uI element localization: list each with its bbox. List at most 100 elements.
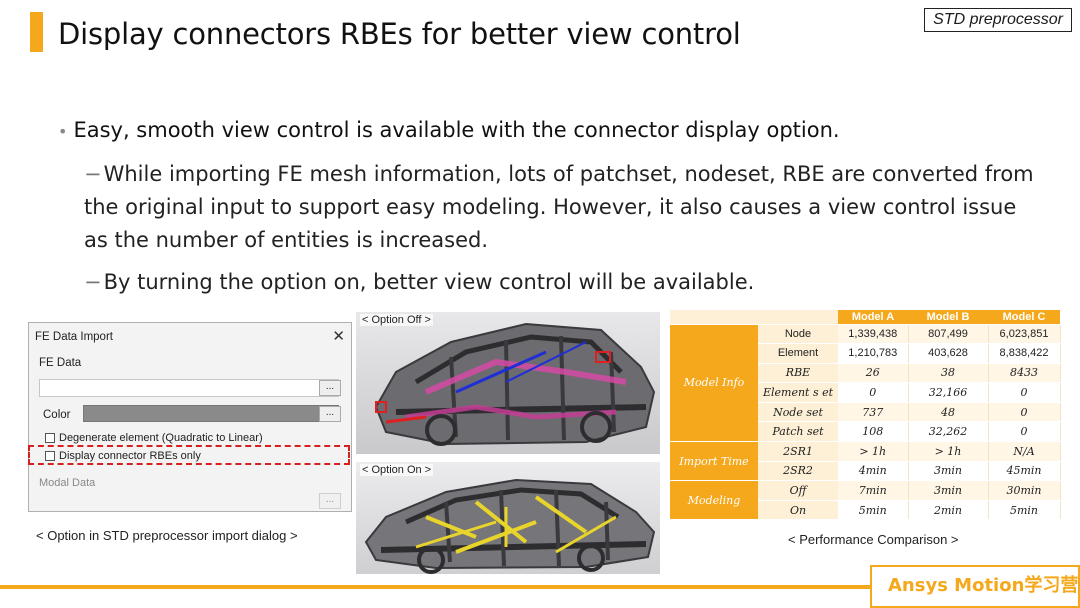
sub-bullet-2-text: By turning the option on, better view co… xyxy=(103,270,755,294)
section-tag: STD preprocessor xyxy=(924,8,1072,32)
header-model-b: Model B xyxy=(908,310,988,325)
sub-bullet-1-text: While importing FE mesh information, lot… xyxy=(84,162,1034,252)
dialog-title: FE Data Import xyxy=(35,331,113,343)
row-label: Element xyxy=(758,343,838,364)
degenerate-element-label: Degenerate element (Quadratic to Linear) xyxy=(59,432,263,444)
sub-bullet-dash: − xyxy=(84,270,102,294)
cell: 6,023,851 xyxy=(988,324,1061,345)
cell: 30min xyxy=(988,480,1061,501)
row-label: 2SR1 xyxy=(758,441,838,462)
cell: > 1h xyxy=(908,441,989,462)
browse-button[interactable]: ... xyxy=(319,380,341,396)
table-caption: < Performance Comparison > xyxy=(788,532,959,547)
cell: 32,262 xyxy=(908,421,989,443)
close-icon[interactable]: ✕ xyxy=(332,328,345,345)
footer-accent-line xyxy=(0,585,870,589)
cell: 8,838,422 xyxy=(988,343,1061,364)
display-connector-rbes-checkbox-row[interactable]: Display connector RBEs only xyxy=(45,450,201,462)
row-label: On xyxy=(758,500,838,521)
group-import-time: Import Time xyxy=(670,441,758,482)
cell: 0 xyxy=(988,382,1061,403)
table-row: On 5min 2min 5min xyxy=(670,500,1061,521)
cell: 3min xyxy=(908,461,989,482)
cell: 1,210,783 xyxy=(838,343,909,364)
fe-data-path-input[interactable] xyxy=(39,379,339,397)
cell: 3min xyxy=(908,480,989,501)
row-label: Patch set xyxy=(758,421,838,443)
dialog-caption: < Option in STD preprocessor import dial… xyxy=(36,528,298,543)
footer-brand-box xyxy=(870,565,1080,608)
car-option-on-image: < Option On > xyxy=(356,462,660,574)
title-accent-bar xyxy=(30,12,43,52)
cell: 5min xyxy=(988,500,1061,521)
table-corner xyxy=(758,310,838,325)
option-on-label: < Option On > xyxy=(360,464,434,476)
row-label: Off xyxy=(758,480,838,501)
table-row: Node set 737 48 0 xyxy=(670,402,1061,423)
performance-table: Model A Model B Model C Model Info Node … xyxy=(670,310,1061,521)
row-label: RBE xyxy=(758,363,838,384)
degenerate-element-checkbox[interactable] xyxy=(45,433,55,443)
cell: 48 xyxy=(908,402,989,423)
table-row: Model Info Node 1,339,438 807,499 6,023,… xyxy=(670,324,1061,443)
table-row: Patch set 108 32,262 0 xyxy=(670,421,1061,443)
cell: > 1h xyxy=(838,441,909,462)
main-bullet: • Easy, smooth view control is available … xyxy=(58,118,840,142)
header-model-a: Model A xyxy=(838,310,908,325)
table-row: Modeling Off 7min 3min 30min xyxy=(670,480,1061,521)
group-model-info: Model Info xyxy=(670,324,758,443)
cell: 38 xyxy=(908,363,989,384)
table-corner xyxy=(670,310,758,325)
cell: 32,166 xyxy=(908,382,989,403)
table-row: Element 1,210,783 403,628 8,838,422 xyxy=(670,343,1061,364)
car-frame-on-illustration xyxy=(356,462,660,574)
cell: 737 xyxy=(838,402,909,423)
cell: 45min xyxy=(988,461,1061,482)
cell: 7min xyxy=(838,480,909,501)
modal-browse-button[interactable]: ... xyxy=(319,493,341,509)
cell: 403,628 xyxy=(908,343,989,364)
display-connector-rbes-checkbox[interactable] xyxy=(45,451,55,461)
group-modeling: Modeling xyxy=(670,480,758,521)
cell: 108 xyxy=(838,421,909,443)
fe-data-section-label: FE Data xyxy=(39,357,82,369)
row-label: Node xyxy=(758,324,838,345)
footer-brand: Ansys Motion学习营 xyxy=(888,575,1079,596)
slide-title: Display connectors RBEs for better view … xyxy=(58,17,741,51)
sub-bullet-2: −By turning the option on, better view c… xyxy=(84,266,1044,299)
main-bullet-text: Easy, smooth view control is available w… xyxy=(73,118,840,142)
bullet-dot: • xyxy=(58,122,68,141)
table-row: RBE 26 38 8433 xyxy=(670,363,1061,384)
cell: 0 xyxy=(988,421,1061,443)
sub-bullet-dash: − xyxy=(84,162,102,186)
header-model-c: Model C xyxy=(988,310,1060,325)
car-option-off-image: < Option Off > xyxy=(356,312,660,454)
cell: N/A xyxy=(988,441,1061,462)
row-label: Node set xyxy=(758,402,838,423)
display-connector-rbes-label: Display connector RBEs only xyxy=(59,450,201,462)
cell: 1,339,438 xyxy=(838,324,909,345)
cell: 4min xyxy=(838,461,909,482)
degenerate-element-checkbox-row[interactable]: Degenerate element (Quadratic to Linear) xyxy=(45,432,263,444)
cell: 8433 xyxy=(988,363,1061,384)
cell: 2min xyxy=(908,500,989,521)
row-label: 2SR2 xyxy=(758,461,838,482)
sub-bullet-1: −While importing FE mesh information, lo… xyxy=(84,158,1044,257)
table-row: Import Time 2SR1 > 1h > 1h N/A xyxy=(670,441,1061,482)
cell: 0 xyxy=(988,402,1061,423)
modal-data-section-label: Modal Data xyxy=(39,477,96,489)
color-label: Color xyxy=(43,409,71,421)
cell: 26 xyxy=(838,363,909,384)
option-highlight-box xyxy=(28,445,350,465)
table-header-row: Model A Model B Model C xyxy=(670,310,1060,325)
option-off-label: < Option Off > xyxy=(360,314,433,326)
color-swatch[interactable] xyxy=(83,405,339,422)
row-label: Element s et xyxy=(758,382,838,403)
cell: 0 xyxy=(838,382,909,403)
color-browse-button[interactable]: ... xyxy=(319,406,341,422)
fe-data-import-dialog: FE Data Import ✕ FE Data ... Color ... D… xyxy=(28,322,352,512)
table-row: 2SR2 4min 3min 45min xyxy=(670,461,1061,482)
cell: 5min xyxy=(838,500,909,521)
table-row: Element s et 0 32,166 0 xyxy=(670,382,1061,403)
car-frame-off-illustration xyxy=(356,312,660,454)
